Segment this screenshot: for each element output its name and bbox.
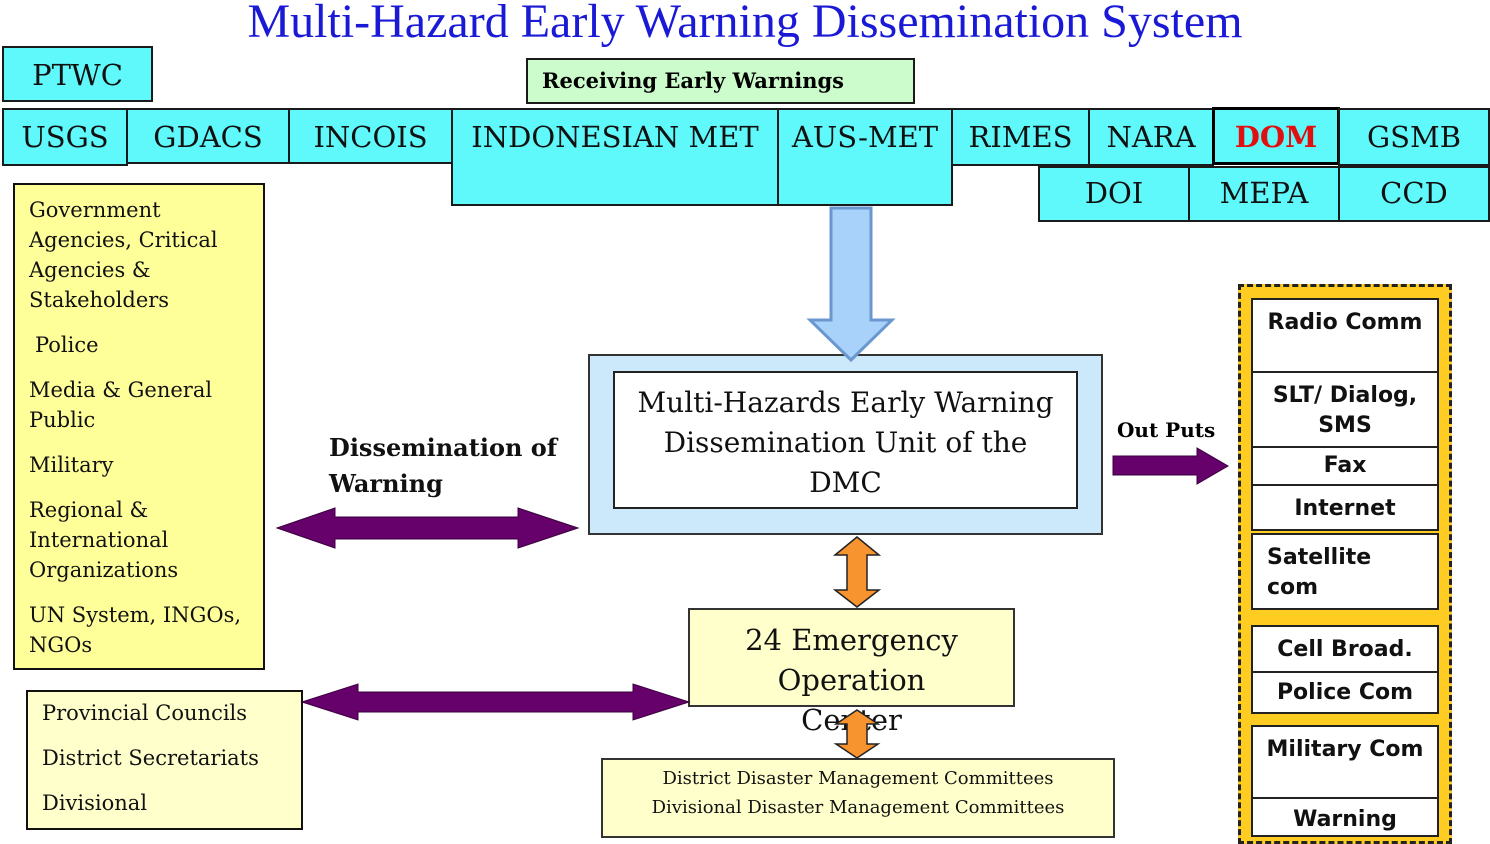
central-unit: Multi-Hazards Early Warning Disseminatio… <box>613 371 1078 509</box>
source-ccd: CCD <box>1338 166 1490 222</box>
local-body-divisional: Divisional <box>42 791 148 815</box>
source-mepa: MEPA <box>1188 166 1340 222</box>
stakeholder-un-system: UN System, INGOs, NGOs <box>29 603 242 657</box>
district-line-1: District Disaster Management Committees <box>662 768 1054 789</box>
unit-eoc-arrow <box>832 536 882 608</box>
stakeholders-box: Government Agencies, Critical Agencies &… <box>13 183 265 670</box>
source-rimes: RIMES <box>951 108 1090 166</box>
dissemination-arrow <box>275 507 580 549</box>
source-nara: NARA <box>1088 108 1214 166</box>
down-arrow <box>806 206 896 363</box>
stakeholder-military: Military <box>29 453 114 477</box>
source-indonesian-met: INDONESIAN MET <box>451 108 779 206</box>
source-gdacs: GDACS <box>126 108 290 164</box>
dissemination-label: Dissemination of Warning <box>329 433 558 498</box>
eoc-district-arrow <box>833 709 881 759</box>
outputs-arrow <box>1112 447 1229 485</box>
output-slt: SLT/ Dialog, SMS <box>1251 371 1439 448</box>
receiving-label: Receiving Early Warnings <box>526 58 915 104</box>
eoc-arrow <box>300 683 691 721</box>
stakeholder-government: Government Agencies, Critical Agencies &… <box>29 198 218 312</box>
local-body-provincial: Provincial Councils <box>42 701 248 725</box>
emergency-operation-center: 24 Emergency Operation Center <box>688 608 1015 737</box>
source-ptwc: PTWC <box>2 46 153 102</box>
output-internet: Internet <box>1251 484 1439 531</box>
local-bodies-box: Provincial Councils District Secretariat… <box>26 690 303 830</box>
output-police-com: Police Com <box>1251 671 1439 714</box>
output-satellite: Satellite com <box>1251 533 1439 610</box>
source-gsmb: GSMB <box>1338 108 1490 166</box>
arrows-layer <box>275 206 1229 759</box>
output-military-com: Military Com <box>1251 725 1439 799</box>
page-title: Multi-Hazard Early Warning Dissemination… <box>247 0 1243 48</box>
output-radio: Radio Comm <box>1251 298 1439 373</box>
stakeholder-regional: Regional & International Organizations <box>29 498 179 582</box>
outputs-label: Out Puts <box>1117 418 1216 442</box>
local-body-district: District Secretariats <box>42 746 259 770</box>
stakeholder-police: Police <box>35 333 99 357</box>
source-doi: DOI <box>1038 166 1190 222</box>
stakeholder-media: Media & General Public <box>29 378 213 432</box>
source-incois: INCOIS <box>288 108 453 164</box>
source-usgs: USGS <box>2 108 128 166</box>
